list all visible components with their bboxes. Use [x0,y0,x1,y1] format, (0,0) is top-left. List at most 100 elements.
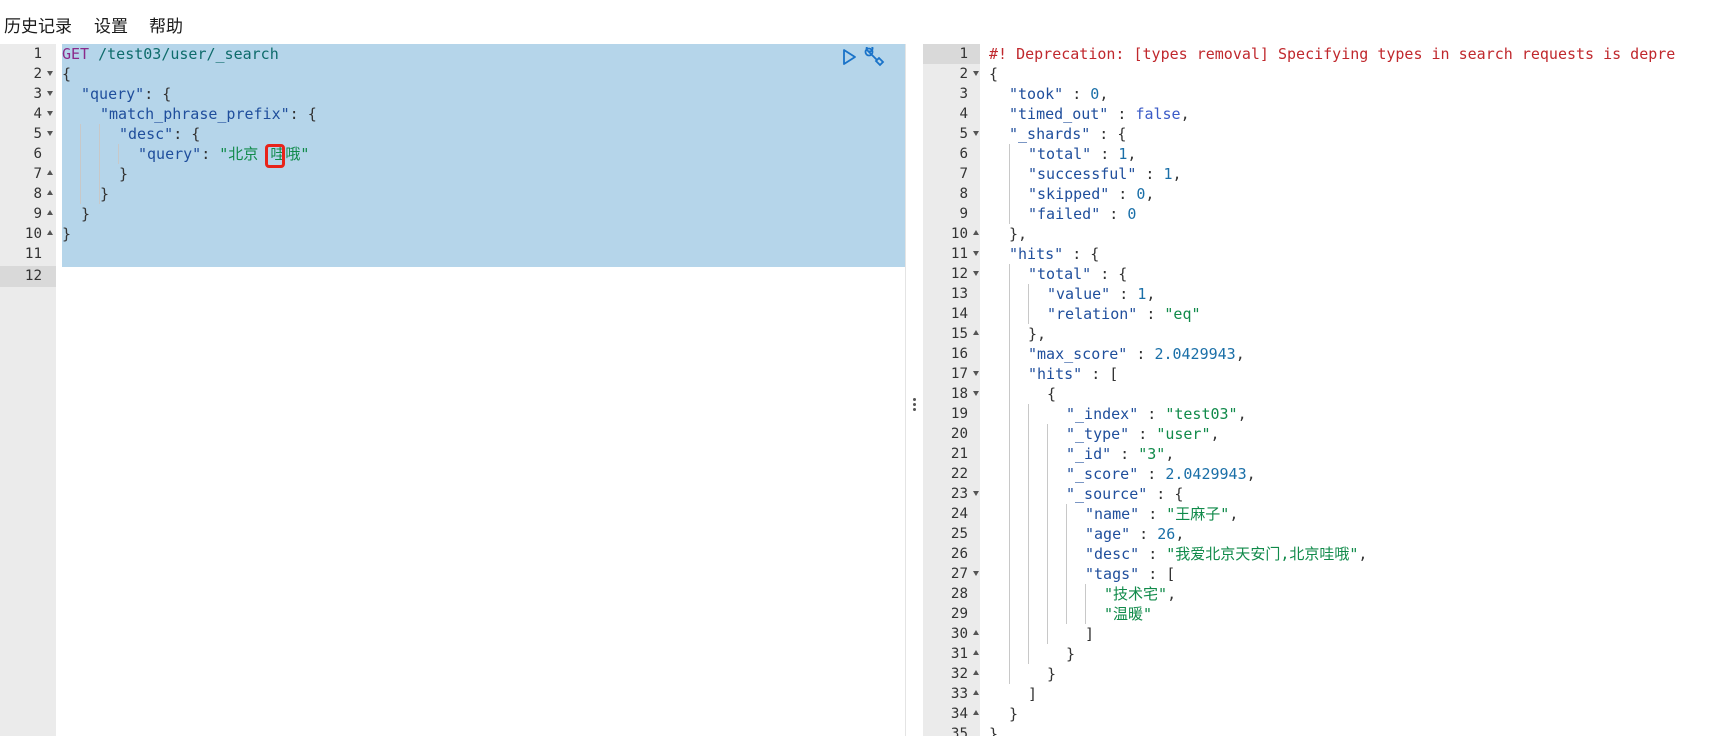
request-gutter [0,44,56,736]
response-line: "timed_out" : false, [1009,105,1190,123]
request-line: "query": "北京 哇哦" [138,145,310,163]
fold-toggle-icon[interactable] [47,131,53,136]
line-number: 2 [0,64,53,84]
run-request-icon[interactable] [840,48,858,66]
response-line: "desc" : "我爱北京天安门,北京哇哦", [1085,545,1368,563]
fold-toggle-icon[interactable] [973,391,979,396]
fold-toggle-icon[interactable] [973,131,979,136]
request-selection [62,44,905,267]
response-line: "_shards" : { [1009,125,1127,143]
indent-guide [1085,584,1086,624]
response-line: "name" : "王麻子", [1085,505,1239,523]
line-number: 32 [923,664,979,684]
response-line: { [989,65,999,83]
fold-toggle-icon[interactable] [973,571,979,576]
line-number: 13 [950,286,968,302]
line-number: 10 [923,224,979,244]
response-line: "_source" : { [1066,485,1184,503]
line-number: 21 [950,446,968,462]
response-line: "hits" : [ [1028,365,1119,383]
line-number: 2 [923,64,979,84]
response-line: "age" : 26, [1085,525,1185,543]
highlight-box [265,144,285,168]
indent-guide [1009,144,1010,224]
line-number: 19 [950,406,968,422]
fold-toggle-icon[interactable] [973,330,979,335]
indent-guide [1009,264,1010,684]
fold-toggle-icon[interactable] [973,710,979,715]
indent-guide [1028,284,1029,324]
response-line: } [1047,665,1057,683]
line-number: 8 [0,184,53,204]
request-editor[interactable]: 1 2 3 4 5 6 7 8 9 10 11 12 GET /test03/u… [0,44,905,736]
line-number: 11 [923,244,979,264]
line-number: 12 [923,264,979,284]
request-method: GET [62,45,90,63]
line-number: 3 [0,84,53,104]
line-number: 1 [33,46,42,62]
fold-toggle-icon[interactable] [973,251,979,256]
line-number: 18 [923,384,979,404]
line-number: 15 [923,324,979,344]
fold-toggle-icon[interactable] [47,230,53,235]
line-number: 33 [923,684,979,704]
fold-toggle-icon[interactable] [973,230,979,235]
line-number: 5 [923,124,979,144]
menu-help[interactable]: 帮助 [149,17,183,37]
line-number: 7 [0,164,53,184]
fold-toggle-icon[interactable] [47,190,53,195]
line-number: 25 [950,526,968,542]
response-line: } [989,725,999,736]
fold-toggle-icon[interactable] [973,271,979,276]
line-number: 9 [959,206,968,222]
fold-toggle-icon[interactable] [973,650,979,655]
line-number: 27 [923,564,979,584]
fold-toggle-icon[interactable] [47,111,53,116]
line-number: 4 [0,104,53,124]
response-line: "_score" : 2.0429943, [1066,465,1256,483]
wrench-settings-icon[interactable] [864,44,886,67]
fold-toggle-icon[interactable] [973,71,979,76]
response-line: "took" : 0, [1009,85,1109,103]
response-line: }, [1009,225,1028,243]
response-line: ] [1085,625,1095,643]
line-number: 11 [24,246,42,262]
indent-guide [118,144,119,164]
line-number: 23 [923,484,979,504]
request-line: } [81,205,91,223]
line-number: 7 [959,166,968,182]
fold-toggle-icon[interactable] [973,670,979,675]
line-number: 26 [950,546,968,562]
request-line: } [62,225,72,243]
response-line: } [1009,705,1019,723]
line-number: 10 [0,224,53,244]
request-line: "desc": { [119,125,201,143]
response-line: }, [1028,325,1047,343]
line-number: 6 [33,146,42,162]
pane-splitter[interactable] [905,44,924,736]
indent-guide [1028,404,1029,664]
response-gutter [923,44,980,736]
response-line: "技术宅", [1104,585,1177,603]
fold-toggle-icon[interactable] [47,210,53,215]
fold-toggle-icon[interactable] [973,491,979,496]
response-line: "successful" : 1, [1028,165,1182,183]
menu-history[interactable]: 历史记录 [4,17,72,37]
indent-guide [99,124,100,204]
response-viewer[interactable]: 1 2 3 4 5 6 7 8 9 10 11 12 13 14 15 16 1… [923,44,1713,736]
fold-toggle-icon[interactable] [47,71,53,76]
fold-toggle-icon[interactable] [973,630,979,635]
line-number: 17 [923,364,979,384]
line-number: 5 [0,124,53,144]
fold-toggle-icon[interactable] [973,371,979,376]
fold-toggle-icon[interactable] [47,170,53,175]
line-number: 31 [923,644,979,664]
line-number: 20 [950,426,968,442]
line-number: 16 [950,346,968,362]
line-number: 34 [923,704,979,724]
fold-toggle-icon[interactable] [973,690,979,695]
fold-toggle-icon[interactable] [47,91,53,96]
menu-settings[interactable]: 设置 [94,17,128,37]
deprecation-warning: #! Deprecation: [types removal] Specifyi… [989,45,1676,63]
response-line: "total" : { [1028,265,1128,283]
